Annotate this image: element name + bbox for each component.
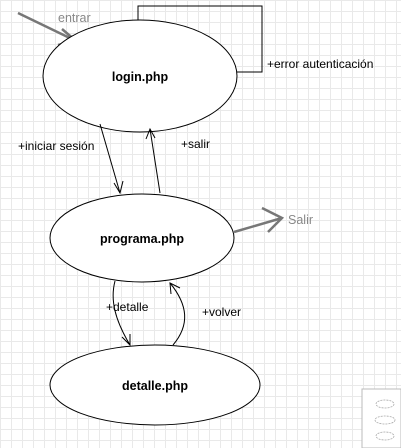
transition-login-to-programa-label: +iniciar sesión xyxy=(18,139,94,153)
state-programa-label: programa.php xyxy=(100,232,184,246)
transition-programa-to-detalle-label: +detalle xyxy=(106,300,149,314)
exit-label: Salir xyxy=(288,213,313,227)
state-programa[interactable] xyxy=(49,193,235,283)
transition-programa-to-detalle xyxy=(112,280,131,347)
transition-detalle-to-programa xyxy=(169,282,186,346)
transition-programa-to-login-label: +salir xyxy=(181,137,210,151)
self-loop-transition xyxy=(137,5,263,73)
transition-login-to-programa xyxy=(99,123,124,195)
transition-detalle-to-programa-label: +volver xyxy=(202,305,241,319)
self-loop-label: +error autenticación xyxy=(267,57,373,71)
minimap-thumbnail[interactable] xyxy=(361,388,401,448)
state-detalle-label: detalle.php xyxy=(122,379,188,393)
state-login-label: login.php xyxy=(112,70,169,84)
state-detalle[interactable] xyxy=(49,344,261,426)
exit-arrow xyxy=(233,206,285,234)
transition-programa-to-login xyxy=(145,127,161,194)
entry-label: entrar xyxy=(58,11,91,25)
state-login[interactable] xyxy=(42,19,238,133)
